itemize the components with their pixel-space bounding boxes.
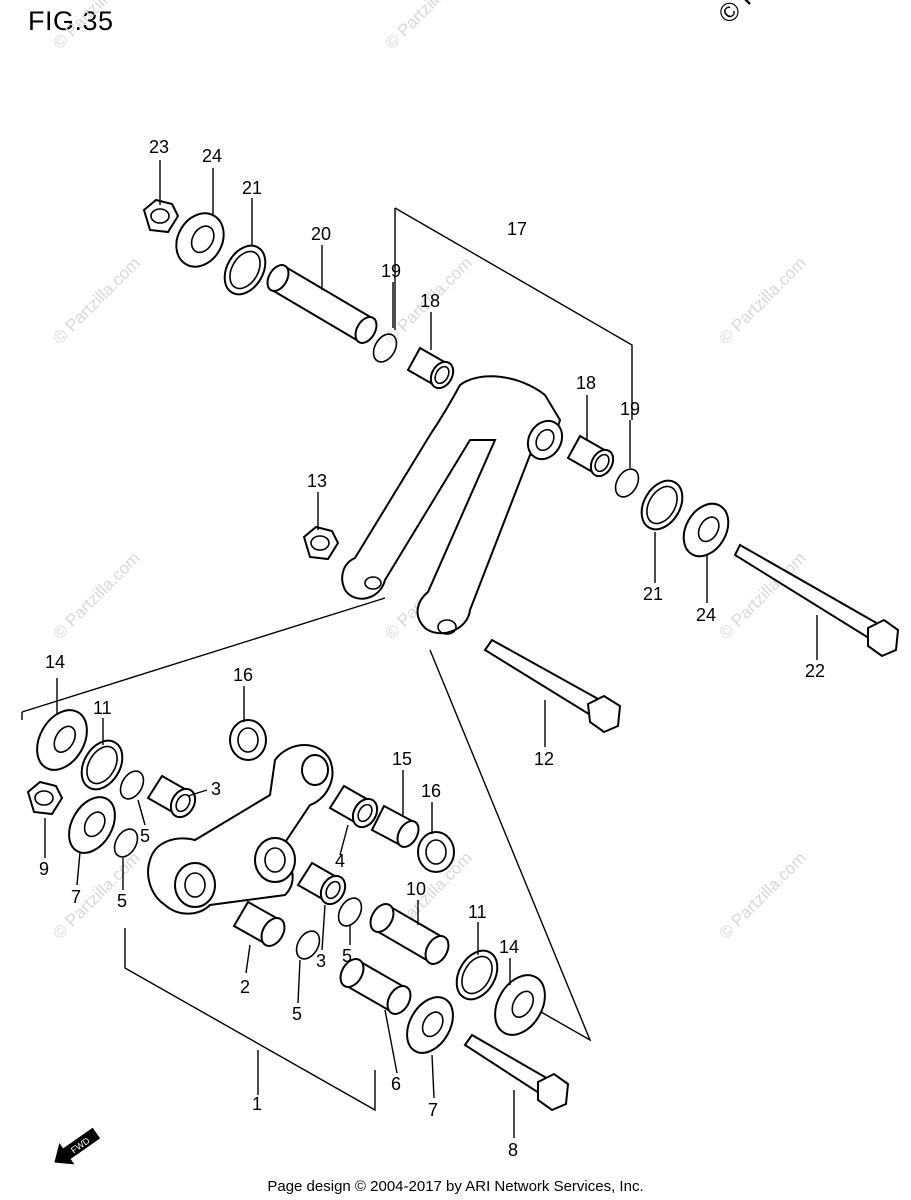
bracket-1	[124, 928, 376, 1112]
part-label-16: 16	[233, 665, 253, 685]
bracket-lines	[21, 207, 633, 1112]
part-label-16b: 16	[421, 781, 441, 801]
part-label-7: 7	[71, 887, 81, 907]
washer-24-top	[175, 212, 225, 268]
washer-7-right	[406, 996, 454, 1054]
washer-24-right	[682, 502, 730, 558]
washer-14-left	[36, 709, 88, 771]
page-footer: Page design © 2004-2017 by ARI Network S…	[267, 1178, 644, 1195]
part-label-3: 3	[211, 779, 221, 799]
part-label-8: 8	[508, 1140, 518, 1160]
seal-21-right	[640, 479, 684, 531]
part-label-1: 1	[252, 1094, 262, 1114]
bearing-3-b	[296, 861, 347, 906]
bolt-8	[463, 1033, 570, 1112]
oring-5-c	[337, 897, 363, 927]
watermark-text: © Partzilla.com	[49, 848, 143, 942]
part-label-18: 18	[420, 291, 440, 311]
leader-lines	[44, 160, 818, 1138]
watermark-text: © Partzilla.com	[715, 848, 809, 942]
spacer-20	[266, 264, 378, 344]
bolt-12	[483, 638, 622, 734]
fwd-arrow-icon: FWD	[54, 1127, 101, 1165]
part-labels: 23 24 21 20 19 18 17 18 19 21 24 22 13 1…	[39, 137, 825, 1160]
watermark-text: © Partzilla.com	[49, 253, 143, 347]
washer-14-right	[494, 974, 546, 1036]
part-label-6: 6	[391, 1074, 401, 1094]
watermark-text: © Partzilla.com	[715, 253, 809, 347]
oring-5-b	[113, 828, 139, 858]
cushion-rod-17	[341, 375, 564, 635]
part-label-15: 15	[392, 749, 412, 769]
bracket-link-upper	[21, 597, 386, 720]
part-label-21b: 21	[643, 584, 663, 604]
parts-layer	[26, 198, 900, 1112]
part-label-11: 11	[93, 698, 112, 718]
part-label-17: 17	[507, 219, 527, 239]
washer-7-left	[68, 796, 116, 854]
part-label-18b: 18	[576, 373, 596, 393]
part-label-14b: 14	[499, 937, 519, 957]
spacer-10	[369, 903, 450, 965]
seal-11-left	[80, 739, 124, 791]
bearing-3-a	[146, 774, 197, 819]
part-label-5d: 5	[292, 1004, 302, 1024]
part-label-19: 19	[381, 261, 401, 281]
seal-21-top	[223, 244, 267, 296]
watermark-text: © Partzilla.com	[49, 548, 143, 642]
part-label-13: 13	[307, 471, 327, 491]
nut-13	[302, 525, 340, 561]
part-label-20: 20	[311, 224, 331, 244]
cushion-lever-1	[147, 744, 334, 915]
part-label-14: 14	[45, 652, 65, 672]
bearing-18-right	[566, 434, 615, 478]
part-label-7b: 7	[428, 1100, 438, 1120]
part-label-5b: 5	[140, 826, 150, 846]
figure-title: FIG.35	[28, 6, 114, 36]
nut-9	[26, 780, 64, 816]
watermark-text: © Partzilla.com	[49, 0, 143, 53]
collar-16-top	[229, 719, 267, 761]
part-label-12: 12	[534, 749, 554, 769]
collar-16-right	[417, 831, 455, 873]
part-label-5: 5	[117, 891, 127, 911]
part-label-10: 10	[406, 879, 426, 899]
watermark-text: © Partzilla.com	[381, 0, 475, 53]
seal-11-right	[455, 949, 499, 1001]
bearing-18-top	[406, 346, 455, 390]
part-label-9: 9	[39, 859, 49, 879]
bearing-4	[328, 784, 379, 829]
part-label-4: 4	[335, 851, 345, 871]
part-label-24: 24	[202, 146, 222, 166]
oring-5-a	[119, 770, 145, 800]
bracket-link-right	[429, 649, 592, 1042]
oring-5-d	[295, 930, 321, 960]
part-label-21: 21	[242, 178, 262, 198]
part-label-23: 23	[149, 137, 169, 157]
part-label-22: 22	[805, 661, 825, 681]
oring-19-top	[372, 333, 398, 363]
spacer-15	[370, 804, 420, 848]
bracket-17	[394, 207, 633, 420]
nut-23	[142, 198, 180, 234]
bolt-22	[733, 543, 900, 658]
oring-19-right	[614, 468, 640, 498]
spacer-2	[232, 900, 286, 947]
part-label-24b: 24	[696, 605, 716, 625]
part-label-19b: 19	[620, 399, 640, 419]
part-label-2: 2	[240, 977, 250, 997]
part-label-11b: 11	[468, 902, 487, 922]
part-label-5c: 5	[342, 946, 352, 966]
spacer-6	[339, 958, 412, 1015]
part-label-3b: 3	[316, 951, 326, 971]
